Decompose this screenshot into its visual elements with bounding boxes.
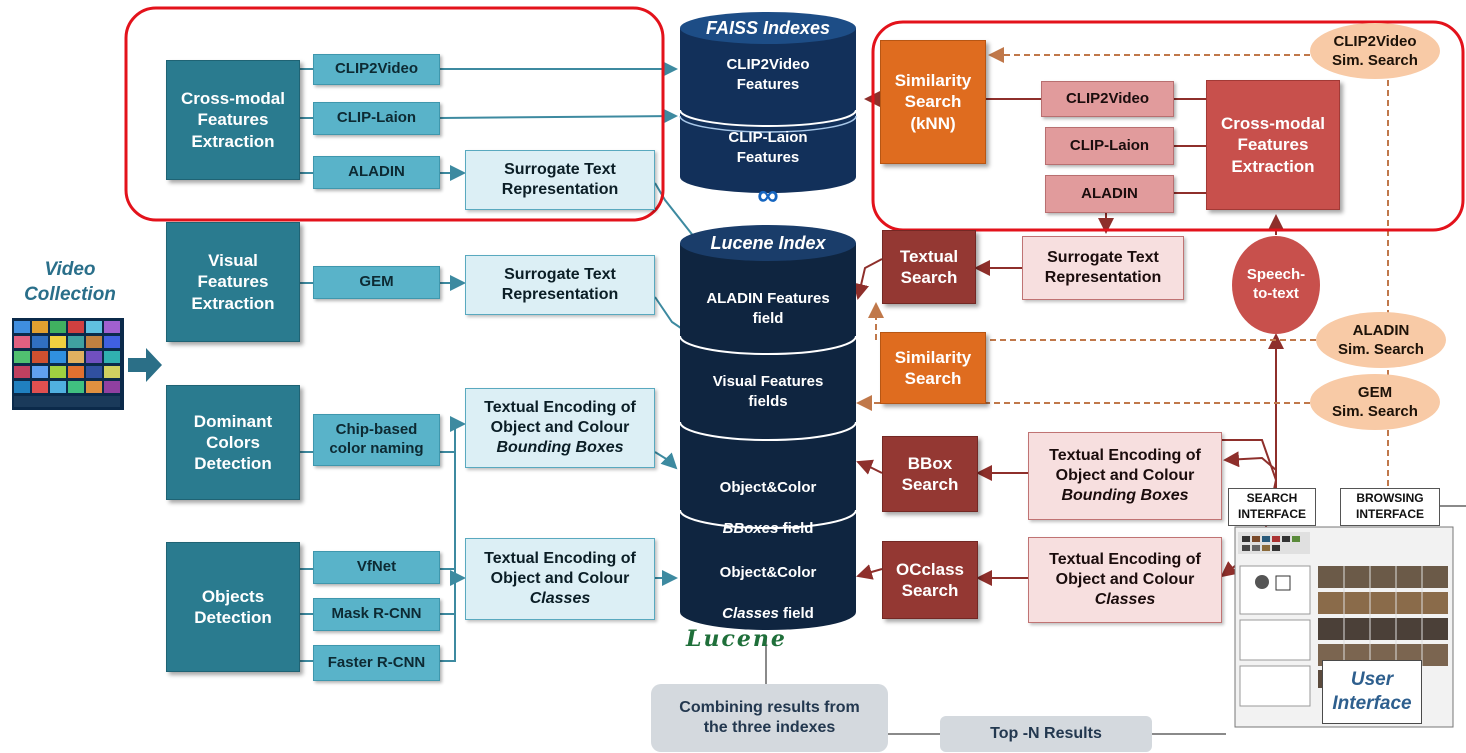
bboxes-field-line1: Object&Color	[719, 479, 817, 497]
bboxes-field-suffix: field	[778, 519, 814, 537]
visual-features-extraction-box: Visual Features Extraction	[166, 222, 300, 342]
left-crossmodal-highlight	[124, 6, 665, 222]
objects-detection-box: Objects Detection	[166, 542, 300, 672]
right-crossmodal-extraction-box: Cross-modal Features Extraction	[1206, 80, 1340, 210]
right-textual-encoding-bbox-box: Textual Encoding of Object and Colour Bo…	[1028, 432, 1222, 520]
combining-results-box: Combining results from the three indexes	[651, 684, 888, 752]
bboxes-field-italic: BBoxes	[722, 519, 779, 537]
textual-encoding-bbox-text: Textual Encoding of Object and Colour	[484, 399, 636, 436]
textual-encoding-classes-box: Textual Encoding of Object and Colour Cl…	[465, 538, 655, 620]
lucene-logo: Lucene	[686, 626, 787, 652]
classes-field-line1: Object&Color	[719, 564, 817, 582]
right-te-bbox-text: Textual Encoding of Object and Colour	[1049, 447, 1201, 484]
video-collection-thumbnail	[12, 318, 124, 410]
speech-to-text-circle: Speech- to-text	[1232, 236, 1320, 334]
user-interface-label: User Interface	[1322, 660, 1422, 724]
right-crossmodal-highlight	[871, 20, 1465, 232]
crossmodal-extraction-box: Cross-modal Features Extraction	[166, 60, 300, 180]
meta-infinity-icon: ∞	[757, 179, 779, 212]
textual-encoding-classes-text: Textual Encoding of Object and Colour	[484, 550, 636, 587]
occlass-search-box: OCclass Search	[882, 541, 978, 619]
gem-box: GEM	[313, 266, 440, 299]
right-clip-laion-box: CLIP-Laion	[1045, 127, 1174, 165]
chip-based-color-naming-box: Chip-based color naming	[313, 414, 440, 466]
clip2video-sim-search-oval: CLIP2Video Sim. Search	[1310, 23, 1440, 79]
right-textual-encoding-classes-box: Textual Encoding of Object and Colour Cl…	[1028, 537, 1222, 623]
textual-encoding-bbox-italic: Bounding Boxes	[496, 439, 624, 456]
clip-laion-box: CLIP-Laion	[313, 102, 440, 135]
textual-encoding-classes-italic: Classes	[529, 590, 591, 607]
right-surrogate-text-box: Surrogate Text Representation	[1022, 236, 1184, 300]
aladin-box: ALADIN	[313, 156, 440, 189]
gem-sim-search-oval: GEM Sim. Search	[1310, 374, 1440, 430]
mask-rcnn-box: Mask R-CNN	[313, 598, 440, 631]
classes-field-italic: Classes	[722, 604, 779, 622]
textual-encoding-bbox-box: Textual Encoding of Object and Colour Bo…	[465, 388, 655, 468]
right-clip2video-box: CLIP2Video	[1041, 81, 1174, 117]
right-te-bbox-italic: Bounding Boxes	[1061, 487, 1189, 504]
faiss-cylinder	[679, 12, 857, 193]
bbox-search-box: BBox Search	[882, 436, 978, 512]
right-aladin-box: ALADIN	[1045, 175, 1174, 213]
clip2video-box: CLIP2Video	[313, 54, 440, 85]
similarity-search-knn-box: Similarity Search (kNN)	[880, 40, 986, 164]
right-te-classes-text: Textual Encoding of Object and Colour	[1049, 551, 1201, 588]
video-collection-label: Video Collection	[24, 259, 116, 305]
aladin-sim-search-oval: ALADIN Sim. Search	[1316, 312, 1446, 368]
browsing-interface-tag: BROWSING INTERFACE	[1340, 488, 1440, 526]
search-interface-tag: SEARCH INTERFACE	[1228, 488, 1316, 526]
vfnet-box: VfNet	[313, 551, 440, 584]
lucene-aladin-field: ALADIN Features field	[706, 290, 830, 328]
faiss-indexes-title: FAISS Indexes	[705, 18, 831, 38]
surrogate-text-representation-box-2: Surrogate Text Representation	[465, 255, 655, 315]
lucene-object-color-classes-field: Object&Color Classes field	[678, 543, 858, 624]
lucene-visual-features-fields: Visual Features fields	[712, 373, 824, 411]
right-te-classes-italic: Classes	[1094, 591, 1156, 608]
classes-field-suffix: field	[778, 604, 814, 622]
faiss-clip2video-features: CLIP2Video Features	[726, 56, 810, 94]
surrogate-text-representation-box: Surrogate Text Representation	[465, 150, 655, 210]
faiss-clip-laion-features: CLIP-Laion Features	[728, 129, 808, 167]
lucene-cylinder	[679, 225, 857, 630]
similarity-search-box: Similarity Search	[880, 332, 986, 404]
lucene-index-title: Lucene Index	[710, 233, 826, 253]
top-n-results-box: Top -N Results	[940, 716, 1152, 752]
lucene-object-color-bboxes-field: Object&Color BBoxes field	[678, 458, 858, 539]
dominant-colors-detection-box: Dominant Colors Detection	[166, 385, 300, 500]
textual-search-box: Textual Search	[882, 230, 976, 304]
faster-rcnn-box: Faster R-CNN	[313, 645, 440, 681]
